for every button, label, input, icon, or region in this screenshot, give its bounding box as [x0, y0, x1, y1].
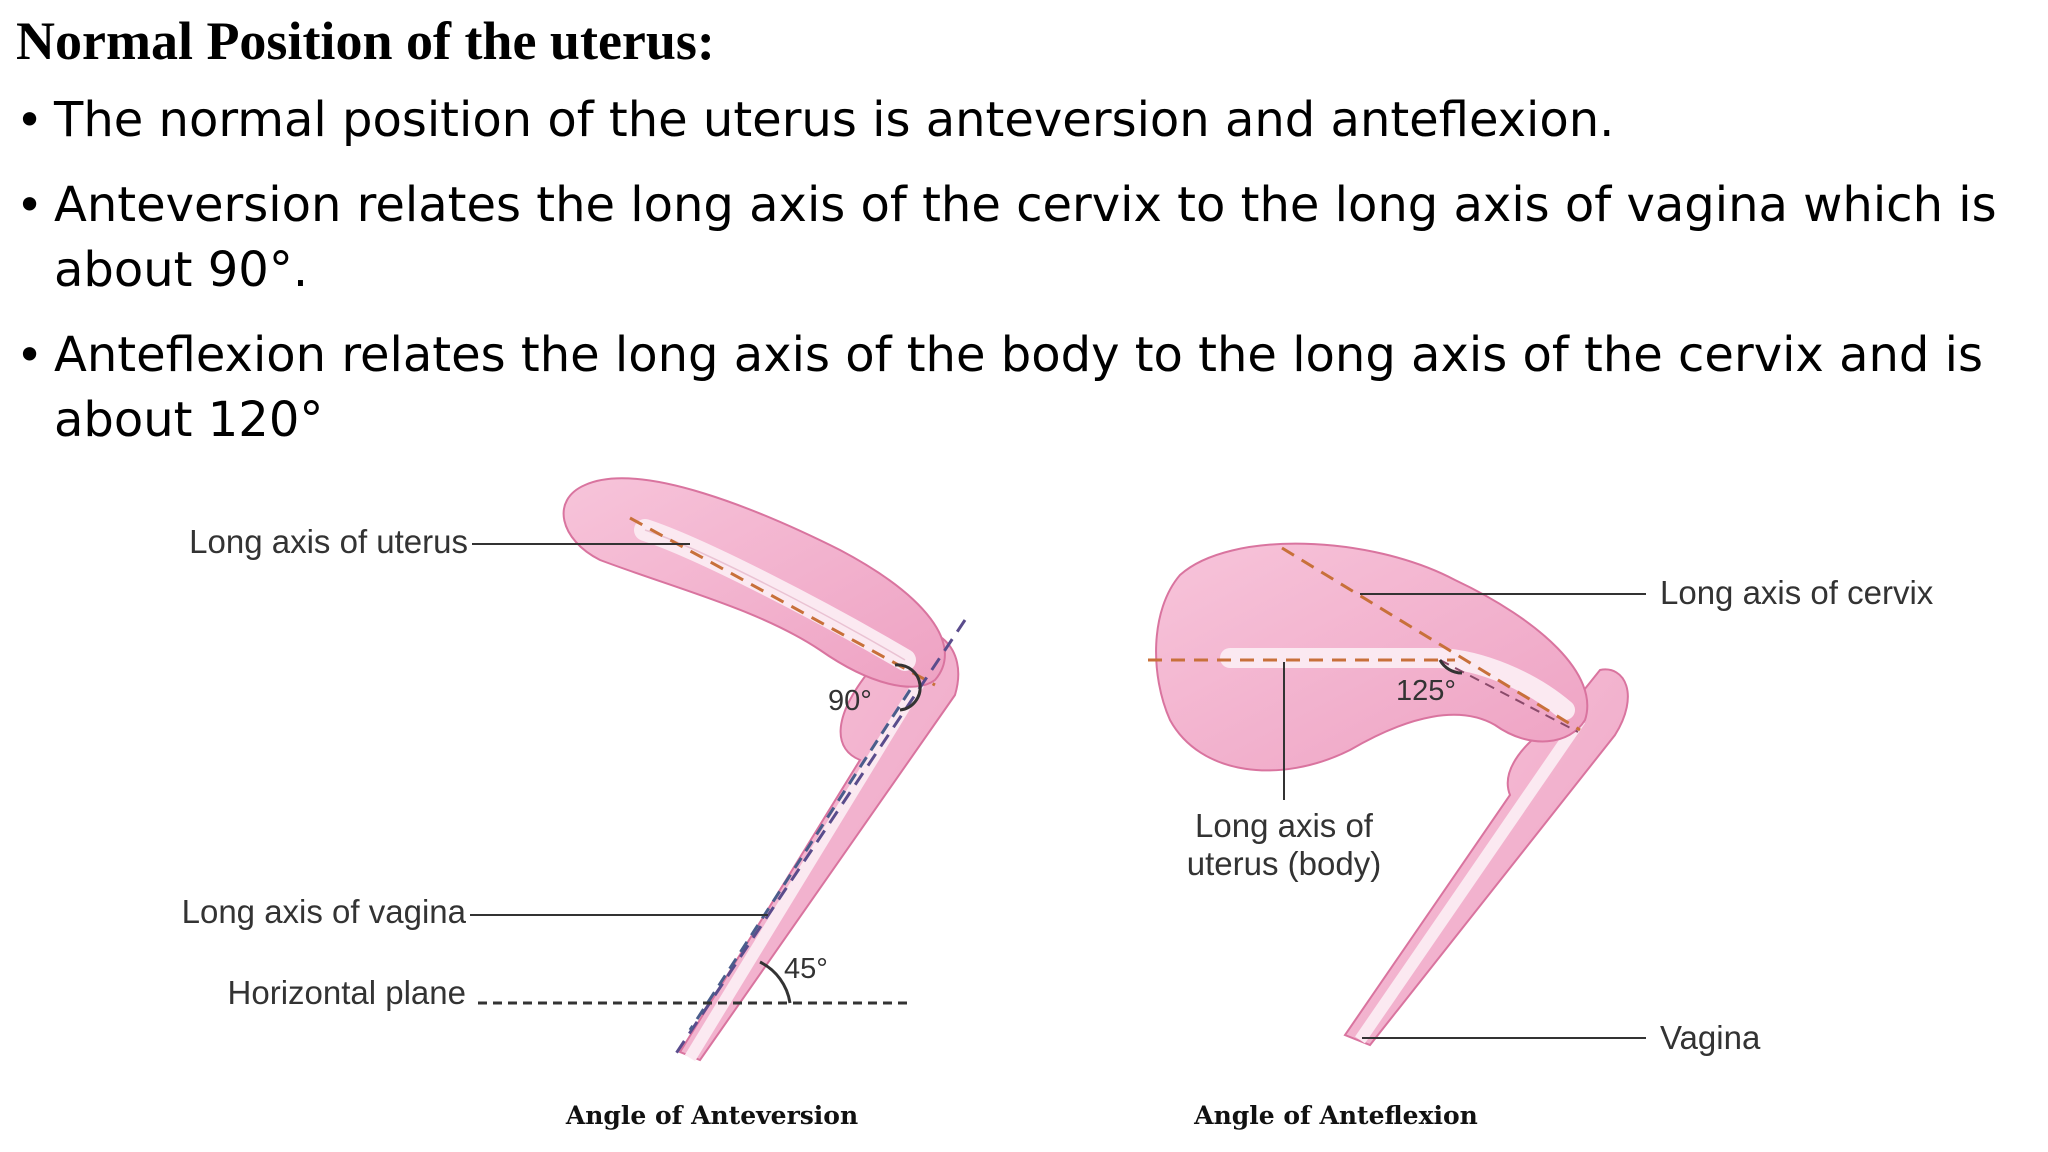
bullet-dot: •	[16, 178, 44, 232]
vagina-lumen	[684, 661, 936, 1062]
anteflexion-diagram: 125° Long axis of cervix Long axis of ut…	[1148, 542, 1934, 1130]
bullet-text: Anteflexion relates the long axis of the…	[54, 327, 1983, 448]
label-long-axis-body-line2: uterus (body)	[1187, 845, 1381, 882]
angle-label-90: 90°	[828, 685, 872, 717]
caption-anteversion: Angle of Anteversion	[565, 1101, 858, 1130]
vagina-lumen-right	[1355, 716, 1585, 1044]
label-long-axis-body-line1: Long axis of	[1195, 807, 1374, 844]
uterus-figure: 90° 45° Long axis of uterus Long axis of…	[0, 470, 2048, 1152]
cervix-axis-line	[673, 619, 967, 1056]
cervix-axis-line-right	[1281, 546, 1581, 732]
bullet-item: • Anteflexion relates the long axis of t…	[14, 323, 2024, 453]
uterus-cavity-right	[1220, 648, 1575, 720]
caption-anteflexion: Angle of Anteflexion	[1193, 1101, 1478, 1130]
uterus-diagram: 90° 45° Long axis of uterus Long axis of…	[182, 477, 1934, 1130]
bullet-item: • The normal position of the uterus is a…	[14, 88, 2024, 153]
angle-arc-90	[894, 663, 922, 712]
cervix-axis-line-right-2	[1439, 659, 1579, 733]
vagina-axis-line	[688, 689, 912, 1031]
bullet-item: • Anteversion relates the long axis of t…	[14, 173, 2024, 303]
anteversion-diagram: 90° 45° Long axis of uterus Long axis of…	[182, 477, 967, 1130]
angle-label-125: 125°	[1396, 675, 1456, 707]
label-long-axis-vagina: Long axis of vagina	[182, 893, 467, 930]
angle-label-45: 45°	[784, 953, 828, 985]
bullet-text: The normal position of the uterus is ant…	[54, 92, 1615, 148]
slide-title: Normal Position of the uterus:	[16, 11, 715, 71]
uterus-axis-line	[629, 516, 936, 687]
uterus-cavity-outline	[644, 529, 906, 661]
label-vagina: Vagina	[1660, 1019, 1761, 1056]
bullet-dot: •	[16, 328, 44, 382]
bullet-dot: •	[16, 93, 44, 147]
label-horizontal-plane: Horizontal plane	[228, 974, 466, 1011]
label-long-axis-cervix: Long axis of cervix	[1660, 574, 1934, 611]
angle-arc-125	[1438, 659, 1463, 675]
uterus-cavity	[634, 519, 916, 671]
bullet-text: Anteversion relates the long axis of the…	[54, 177, 1997, 298]
bullet-list: • The normal position of the uterus is a…	[14, 88, 2024, 473]
angle-arc-45	[759, 960, 792, 1004]
label-long-axis-uterus: Long axis of uterus	[189, 523, 468, 560]
